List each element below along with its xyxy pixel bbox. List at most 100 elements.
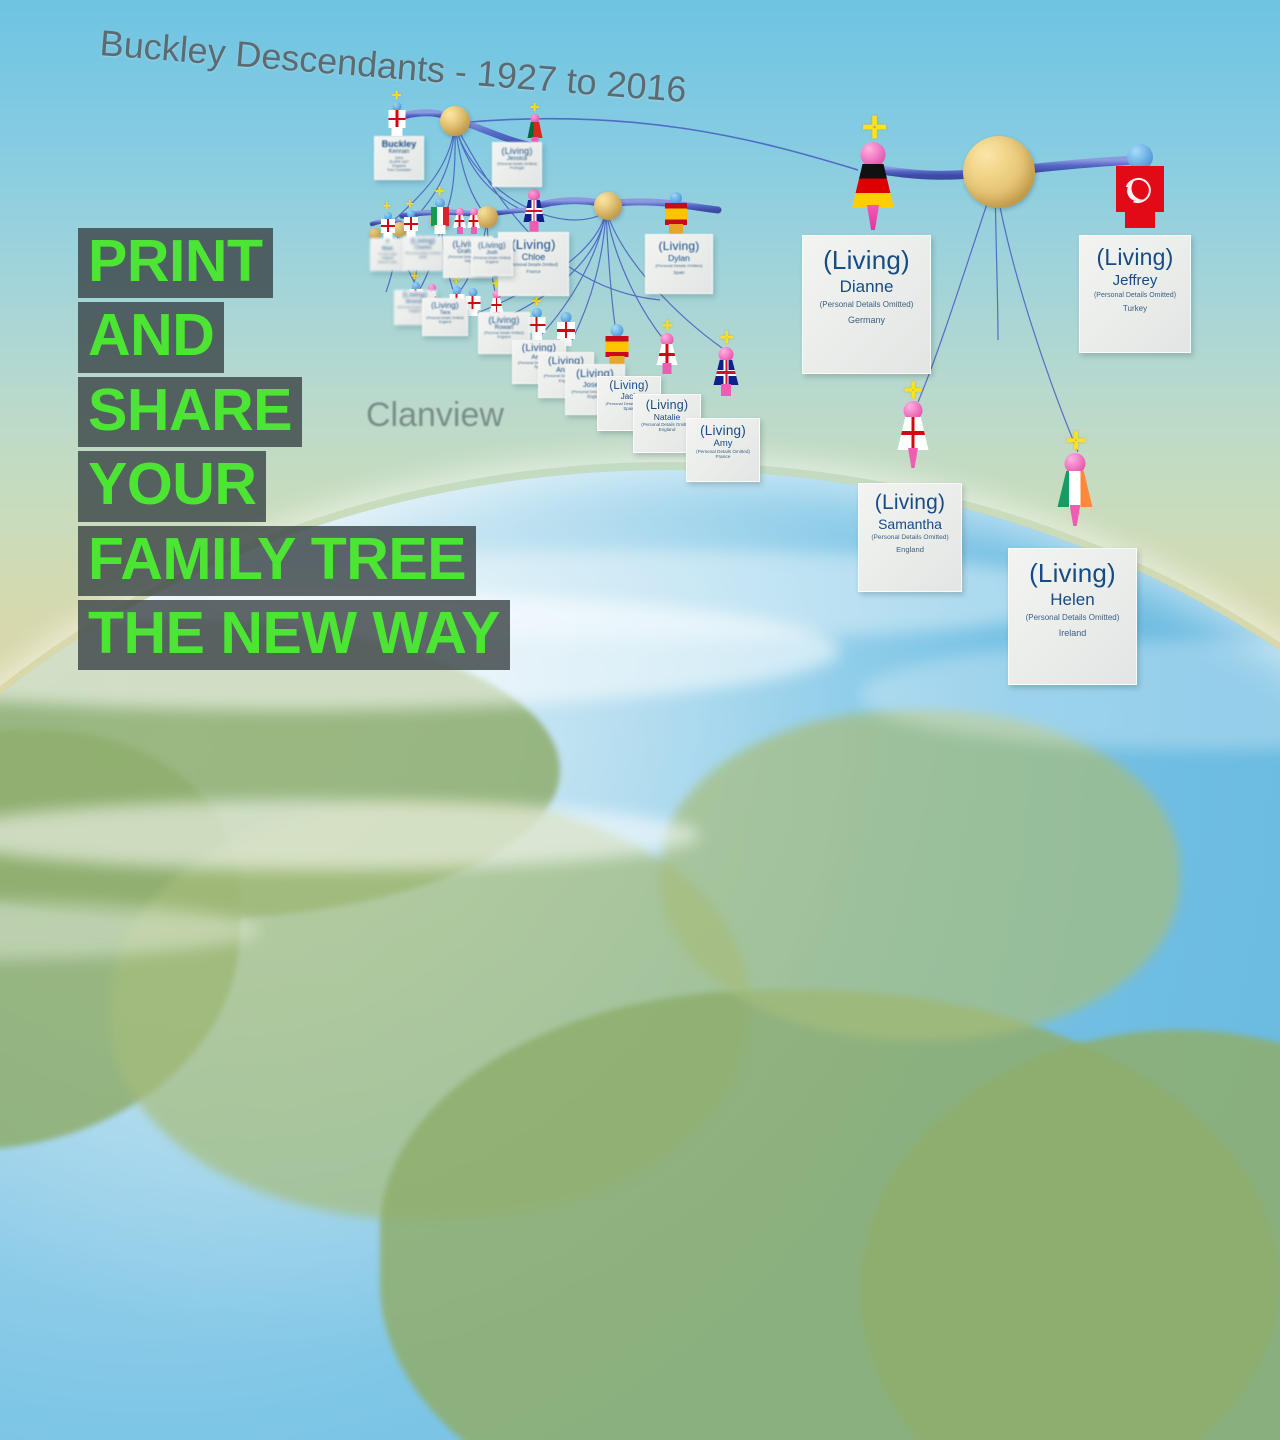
card-omitted: (Personal Details Omitted)	[397, 305, 433, 309]
person-figure-buckley[interactable]: ✛	[388, 91, 406, 136]
card-name: Dianne	[839, 277, 894, 296]
marriage-node[interactable]	[440, 106, 470, 136]
figure-head	[435, 198, 445, 208]
card-name: Rowan	[494, 325, 514, 331]
person-card-dylan[interactable]: (Living) Dylan (Personal Details Omitted…	[645, 234, 713, 294]
card-name: Jack	[620, 392, 638, 401]
card-country: England	[438, 320, 452, 324]
card-country: Spain	[623, 406, 635, 411]
person-figure-samantha[interactable]: ✛	[896, 380, 930, 468]
card-living: (Living)	[658, 239, 700, 253]
card-omitted: (Personal Details Omitted)	[871, 534, 949, 541]
person-figure-dianne[interactable]: ✛	[849, 114, 897, 230]
headline-line-2: AND	[78, 302, 225, 373]
person-card-josh[interactable]: (Living) Josh (Personal Details Omitted)…	[471, 238, 513, 276]
figure-legs	[721, 384, 731, 396]
card-omitted: (Personal Details Omitted)	[448, 255, 488, 259]
card-name: Dylan	[668, 253, 690, 263]
person-card-helen[interactable]: (Living) Helen (Personal Details Omitted…	[1008, 548, 1137, 685]
card-given: Kennan	[388, 149, 410, 155]
card-living: (Living)	[609, 380, 649, 392]
person-figure-small[interactable]: ✛	[527, 297, 546, 340]
person-figure-small[interactable]: ✛	[655, 319, 679, 374]
card-omitted: (Personal Details Omitted)	[655, 263, 703, 268]
person-figure-small[interactable]: ✛	[380, 202, 396, 240]
card-omitted: 27 NOV 1963	[378, 252, 397, 256]
plus-marker-icon: ✛	[392, 90, 402, 102]
figure-legs	[1069, 505, 1081, 526]
figure-body-flag-es	[665, 203, 687, 225]
card-living: (Living)	[452, 239, 484, 249]
person-figure-small[interactable]	[452, 206, 467, 234]
card-dates: 25 APR 1927	[389, 160, 409, 164]
person-figure-small[interactable]: ✛	[712, 331, 740, 396]
figure-body-flag-en	[656, 344, 678, 365]
card-country: Turkey	[1122, 304, 1148, 313]
person-figure-dylan[interactable]	[664, 190, 688, 234]
plus-marker-icon: ✛	[411, 271, 419, 281]
person-card-rowan[interactable]: (Living) Rowan (Personal Details Omitted…	[478, 312, 530, 354]
figure-head	[411, 282, 420, 290]
marriage-node[interactable]	[369, 228, 381, 240]
card-living: (Living)	[645, 398, 689, 412]
marriage-node[interactable]	[392, 222, 407, 237]
card-name: Charles	[414, 245, 432, 251]
figure-body-flag-it	[431, 207, 449, 226]
plus-marker-icon: ✛	[452, 275, 461, 286]
marriage-node[interactable]	[476, 206, 498, 228]
person-card-jeffrey[interactable]: (Living) Jeffrey (Personal Details Omitt…	[1079, 235, 1191, 353]
card-living: (Living)	[511, 237, 556, 252]
person-figure-small[interactable]: ✛	[403, 200, 419, 238]
figure-legs	[468, 309, 477, 316]
card-living: (Living)	[874, 491, 946, 514]
person-figure-small[interactable]	[604, 322, 630, 366]
headline-line-3: SHARE	[78, 376, 303, 448]
figure-legs	[908, 448, 918, 468]
card-omitted: (Personal Details Omitted)	[819, 300, 914, 309]
person-figure-jessica[interactable]: ✛	[526, 103, 544, 146]
marriage-node[interactable]	[963, 136, 1035, 208]
figure-body-flag-uk	[713, 360, 739, 385]
person-card-buckley[interactable]: Buckley Kennan John 25 APR 1927 England …	[374, 136, 424, 180]
figure-body-flag-en	[388, 110, 406, 128]
figure-legs	[391, 127, 403, 136]
person-card-charles[interactable]: (Living) Charles (Personal Details Omitt…	[403, 236, 443, 271]
card-country: Portugal	[509, 166, 525, 170]
figure-body-flag-en	[381, 219, 395, 233]
figure-legs	[406, 230, 416, 238]
headline-line-4: YOUR	[78, 451, 267, 522]
plus-marker-icon: ✛	[435, 186, 445, 198]
figure-head	[452, 286, 461, 295]
figure-head	[660, 333, 674, 346]
card-country: Germany	[847, 315, 885, 325]
card-name: Joseph	[582, 380, 608, 389]
card-country: England	[658, 427, 676, 432]
card-given2: John	[394, 155, 404, 160]
card-country: England	[392, 164, 406, 168]
person-card-tara[interactable]: (Living) Tara (Personal Details Omitted)…	[422, 298, 468, 336]
card-name: Tara	[439, 310, 451, 316]
person-figure-helen[interactable]: ✛	[1056, 430, 1094, 526]
person-figure-small[interactable]	[464, 286, 481, 316]
card-name: Jeffrey	[1112, 272, 1158, 289]
card-living: (Living)	[823, 245, 910, 275]
person-figure-chloe[interactable]: ✛	[522, 175, 546, 232]
person-figure-small[interactable]	[556, 310, 576, 346]
figure-legs	[662, 363, 672, 374]
card-country: France	[526, 269, 541, 274]
figure-head	[392, 102, 402, 111]
card-note: Tree Counsellor	[387, 168, 411, 172]
marriage-node[interactable]	[594, 192, 622, 220]
plus-marker-icon: ✛	[720, 330, 734, 347]
person-figure-jeffrey[interactable]	[1114, 142, 1166, 228]
card-country: England	[497, 335, 511, 339]
person-card-jessica[interactable]: (Living) Jessica (Personal Details Omitt…	[492, 142, 542, 187]
person-card-amy[interactable]: (Living) Amy (Personal Details Omitted) …	[686, 418, 760, 482]
plus-marker-icon: ✛	[530, 102, 540, 114]
person-figure-graham[interactable]: ✛	[430, 187, 450, 234]
person-card-dianne[interactable]: (Living) Dianne (Personal Details Omitte…	[802, 235, 931, 374]
person-card-samantha[interactable]: (Living) Samantha (Personal Details Omit…	[858, 483, 962, 592]
person-figure-small[interactable]	[466, 206, 481, 234]
figure-head	[468, 288, 477, 297]
